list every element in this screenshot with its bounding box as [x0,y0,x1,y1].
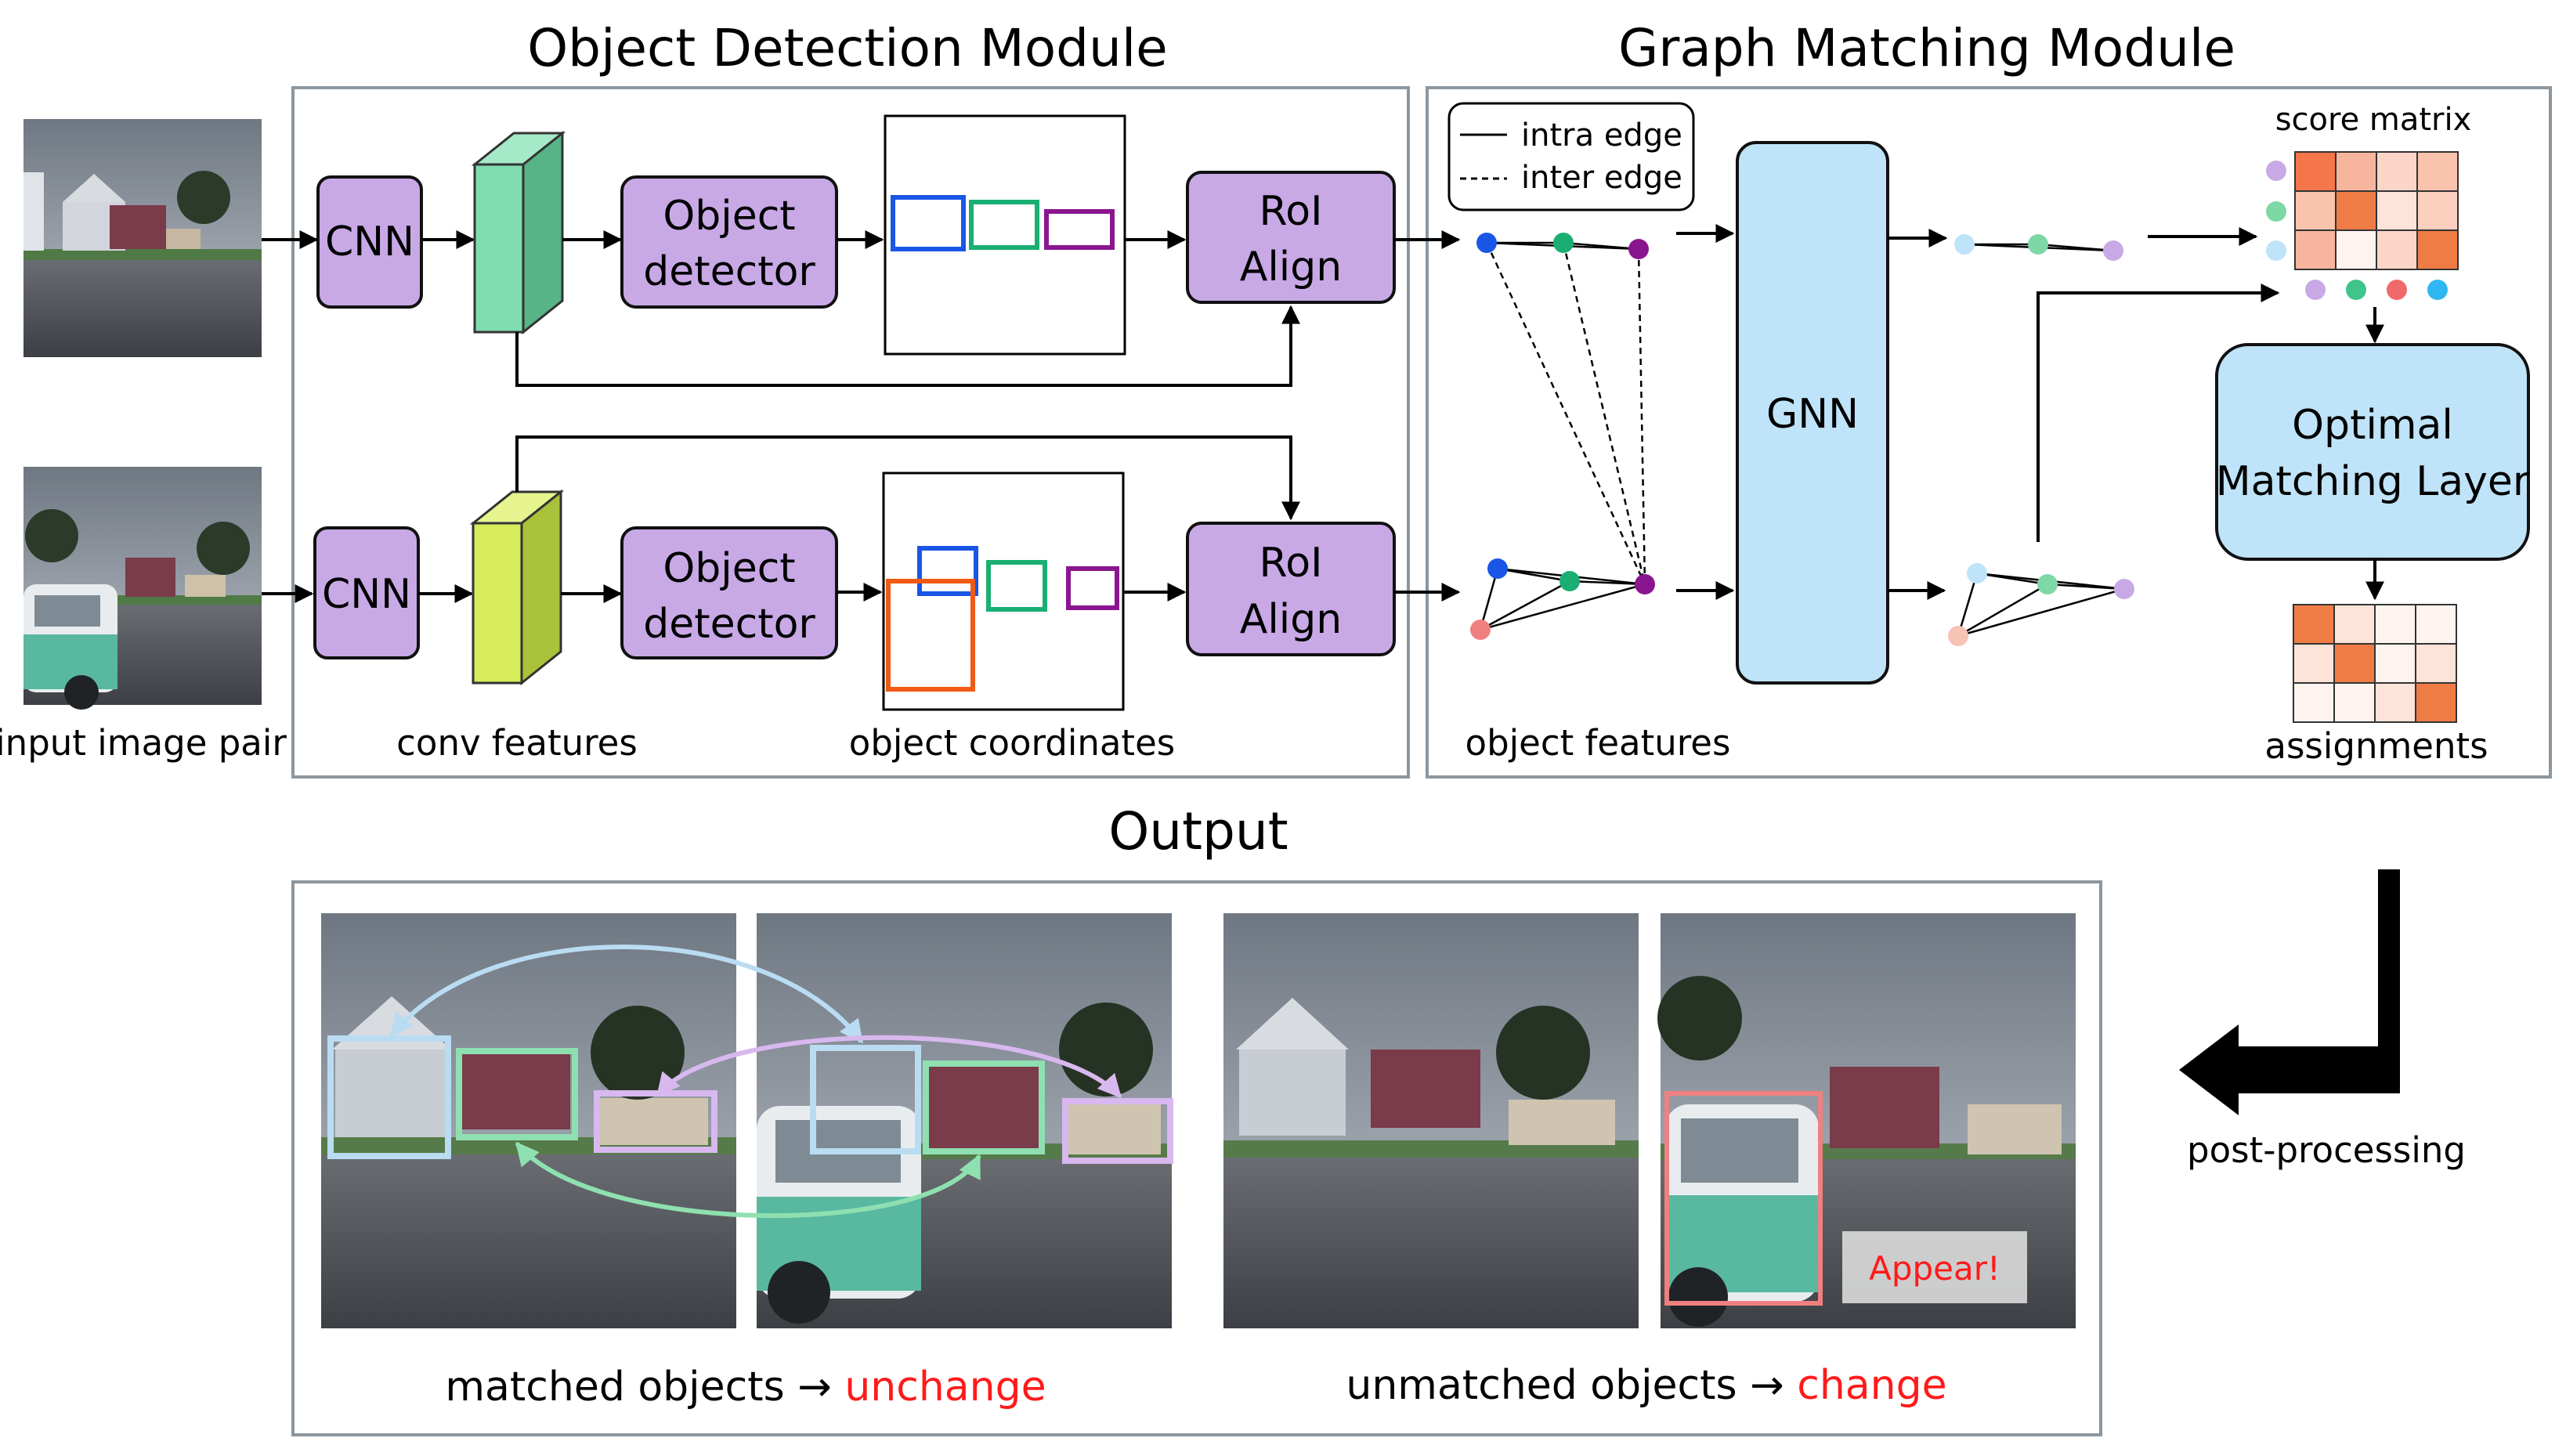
matched-caption: matched objects → unchange [445,1364,1046,1411]
roi-label-bottom-1: RoI [1260,540,1323,587]
optimal-matching-block [2215,343,2530,561]
input-graph [1470,233,1655,640]
arrow-features-to-score-bottom [2037,284,2280,542]
roi-label-top-2: Align [1240,244,1342,291]
object-coordinates-caption: object coordinates [849,722,1175,764]
roi-align-block-bottom [1186,522,1396,656]
assignments-caption: assignments [2264,725,2488,767]
object-features-caption: object features [1466,722,1731,764]
detection-module-title: Object Detection Module [527,18,1168,78]
score-matrix [2266,151,2459,300]
edge-legend [1447,102,1695,211]
cnn-label-bottom: CNN [322,571,411,618]
matched-caption-result: unchange [844,1364,1046,1411]
feature-map-top [471,130,566,335]
coordinates-panel-top [884,114,1126,356]
input-image-bottom [23,467,262,710]
score-matrix-caption: score matrix [2275,102,2472,138]
object-detector-block-top [620,175,838,309]
optimal-label-2: Matching Layer [2216,458,2530,505]
object-detector-label-bottom-1: Object [663,545,795,592]
post-processing-arrow [2179,869,2400,1115]
output-title: Output [1108,801,1288,862]
appear-label: Appear! [1869,1249,2000,1288]
input-image-top [23,119,262,357]
object-detector-label-top-1: Object [663,193,795,240]
detection-module-frame [291,86,1410,779]
legend-inter-label: inter edge [1521,160,1682,196]
unmatched-caption: unmatched objects → change [1346,1362,1946,1409]
post-processing-caption: post-processing [2187,1129,2466,1171]
cnn-block-top [316,175,423,309]
roi-align-block-top [1186,171,1396,304]
output-image-unmatched-left [1223,913,1639,1328]
output-graph [1948,234,2134,646]
gnn-block [1736,141,1889,685]
coordinates-panel-bottom [882,471,1125,711]
feature-map-bottom [469,489,565,686]
unmatched-caption-result: change [1797,1362,1946,1409]
conv-features-caption: conv features [396,722,638,764]
arrow-skip-top [515,305,1300,387]
unmatched-caption-prefix: unmatched objects → [1346,1362,1797,1409]
input-pair-caption: input image pair [0,722,287,764]
matched-caption-prefix: matched objects → [445,1364,844,1411]
roi-label-top-1: RoI [1260,188,1323,235]
matching-module-title: Graph Matching Module [1618,18,2235,78]
roi-label-bottom-2: Align [1240,596,1342,643]
match-arrows [389,945,1122,1219]
object-detector-label-top-2: detector [643,248,815,295]
output-frame [291,880,2102,1436]
object-detector-label-bottom-2: detector [643,601,815,648]
output-image-matched-left [321,913,736,1328]
assignments-matrix [2293,604,2457,723]
legend-intra-label: intra edge [1521,117,1682,154]
arrow-skip-bottom [515,435,1300,521]
cnn-label-top: CNN [325,219,414,266]
optimal-label-1: Optimal [2292,402,2453,449]
output-image-matched-right [757,913,1173,1328]
matching-module-frame [1426,86,2552,779]
output-image-unmatched-right [1657,913,2076,1328]
gnn-label: GNN [1766,391,1859,438]
